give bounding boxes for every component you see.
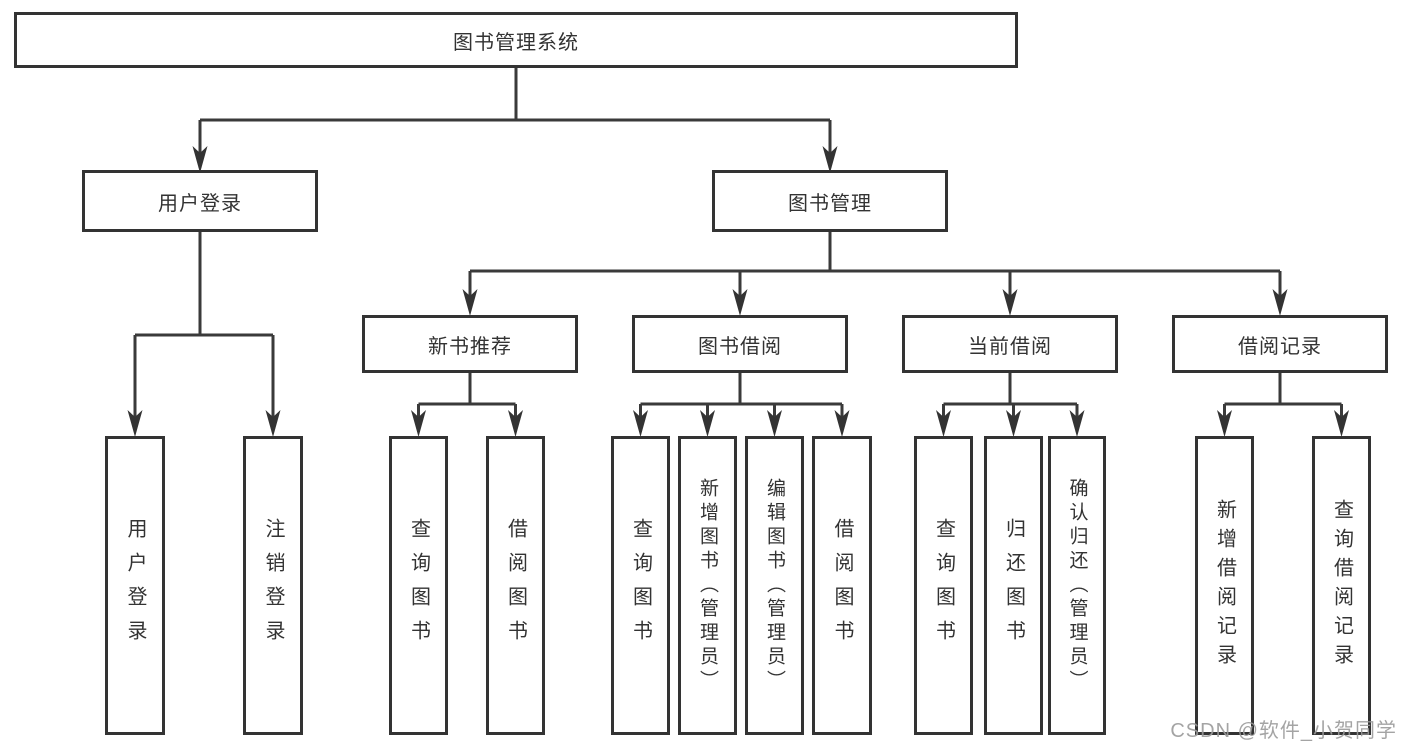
leaf-borrow-books-recommend: 借阅图书 (486, 436, 545, 735)
leaf-confirm-return-admin: 确认归还（管理员） (1048, 436, 1106, 735)
leaf-query-borrow-record: 查询借阅记录 (1312, 436, 1371, 735)
leaf-label: 新增图书（管理员） (697, 477, 718, 694)
node-new-book-recommend: 新书推荐 (362, 315, 578, 373)
csdn-watermark: CSDN @软件_小贺同学 (1170, 720, 1397, 742)
leaf-label: 借阅图书 (504, 517, 527, 654)
leaf-add-book-admin: 新增图书（管理员） (678, 436, 737, 735)
leaf-label: 查询借阅记录 (1330, 498, 1353, 673)
leaf-label: 查询图书 (407, 517, 430, 654)
node-label: 图书管理系统 (453, 31, 579, 54)
node-label: 借阅记录 (1238, 335, 1322, 358)
leaf-add-borrow-record: 新增借阅记录 (1195, 436, 1254, 735)
node-label: 用户登录 (158, 192, 242, 215)
node-user-login: 用户登录 (82, 170, 318, 232)
node-label: 当前借阅 (968, 335, 1052, 358)
leaf-logout: 注销登录 (243, 436, 303, 735)
leaf-label: 确认归还（管理员） (1066, 477, 1088, 694)
node-label: 图书管理 (788, 192, 872, 215)
leaf-label: 借阅图书 (831, 517, 853, 654)
node-book-management: 图书管理 (712, 170, 948, 232)
node-label: 图书借阅 (698, 335, 782, 358)
arrowheads (127, 146, 1349, 437)
node-label: 新书推荐 (428, 335, 512, 358)
leaf-return-books: 归还图书 (984, 436, 1043, 735)
leaf-query-books-borrow: 查询图书 (611, 436, 670, 735)
leaf-label: 查询图书 (629, 517, 652, 654)
leaf-label: 查询图书 (932, 517, 955, 654)
node-root-book-management-system: 图书管理系统 (14, 12, 1018, 68)
node-current-borrow: 当前借阅 (902, 315, 1118, 373)
leaf-borrow-books: 借阅图书 (812, 436, 872, 735)
leaf-query-books-recommend: 查询图书 (389, 436, 448, 735)
leaf-label: 归还图书 (1002, 517, 1025, 654)
node-borrow-records: 借阅记录 (1172, 315, 1388, 373)
leaf-query-books-current: 查询图书 (914, 436, 973, 735)
node-book-borrow: 图书借阅 (632, 315, 848, 373)
leaf-label: 编辑图书（管理员） (764, 477, 785, 694)
leaf-edit-book-admin: 编辑图书（管理员） (745, 436, 804, 735)
leaf-user-login: 用户登录 (105, 436, 165, 735)
leaf-label: 新增借阅记录 (1213, 498, 1236, 673)
leaf-label: 注销登录 (262, 517, 284, 654)
leaf-label: 用户登录 (124, 517, 146, 654)
